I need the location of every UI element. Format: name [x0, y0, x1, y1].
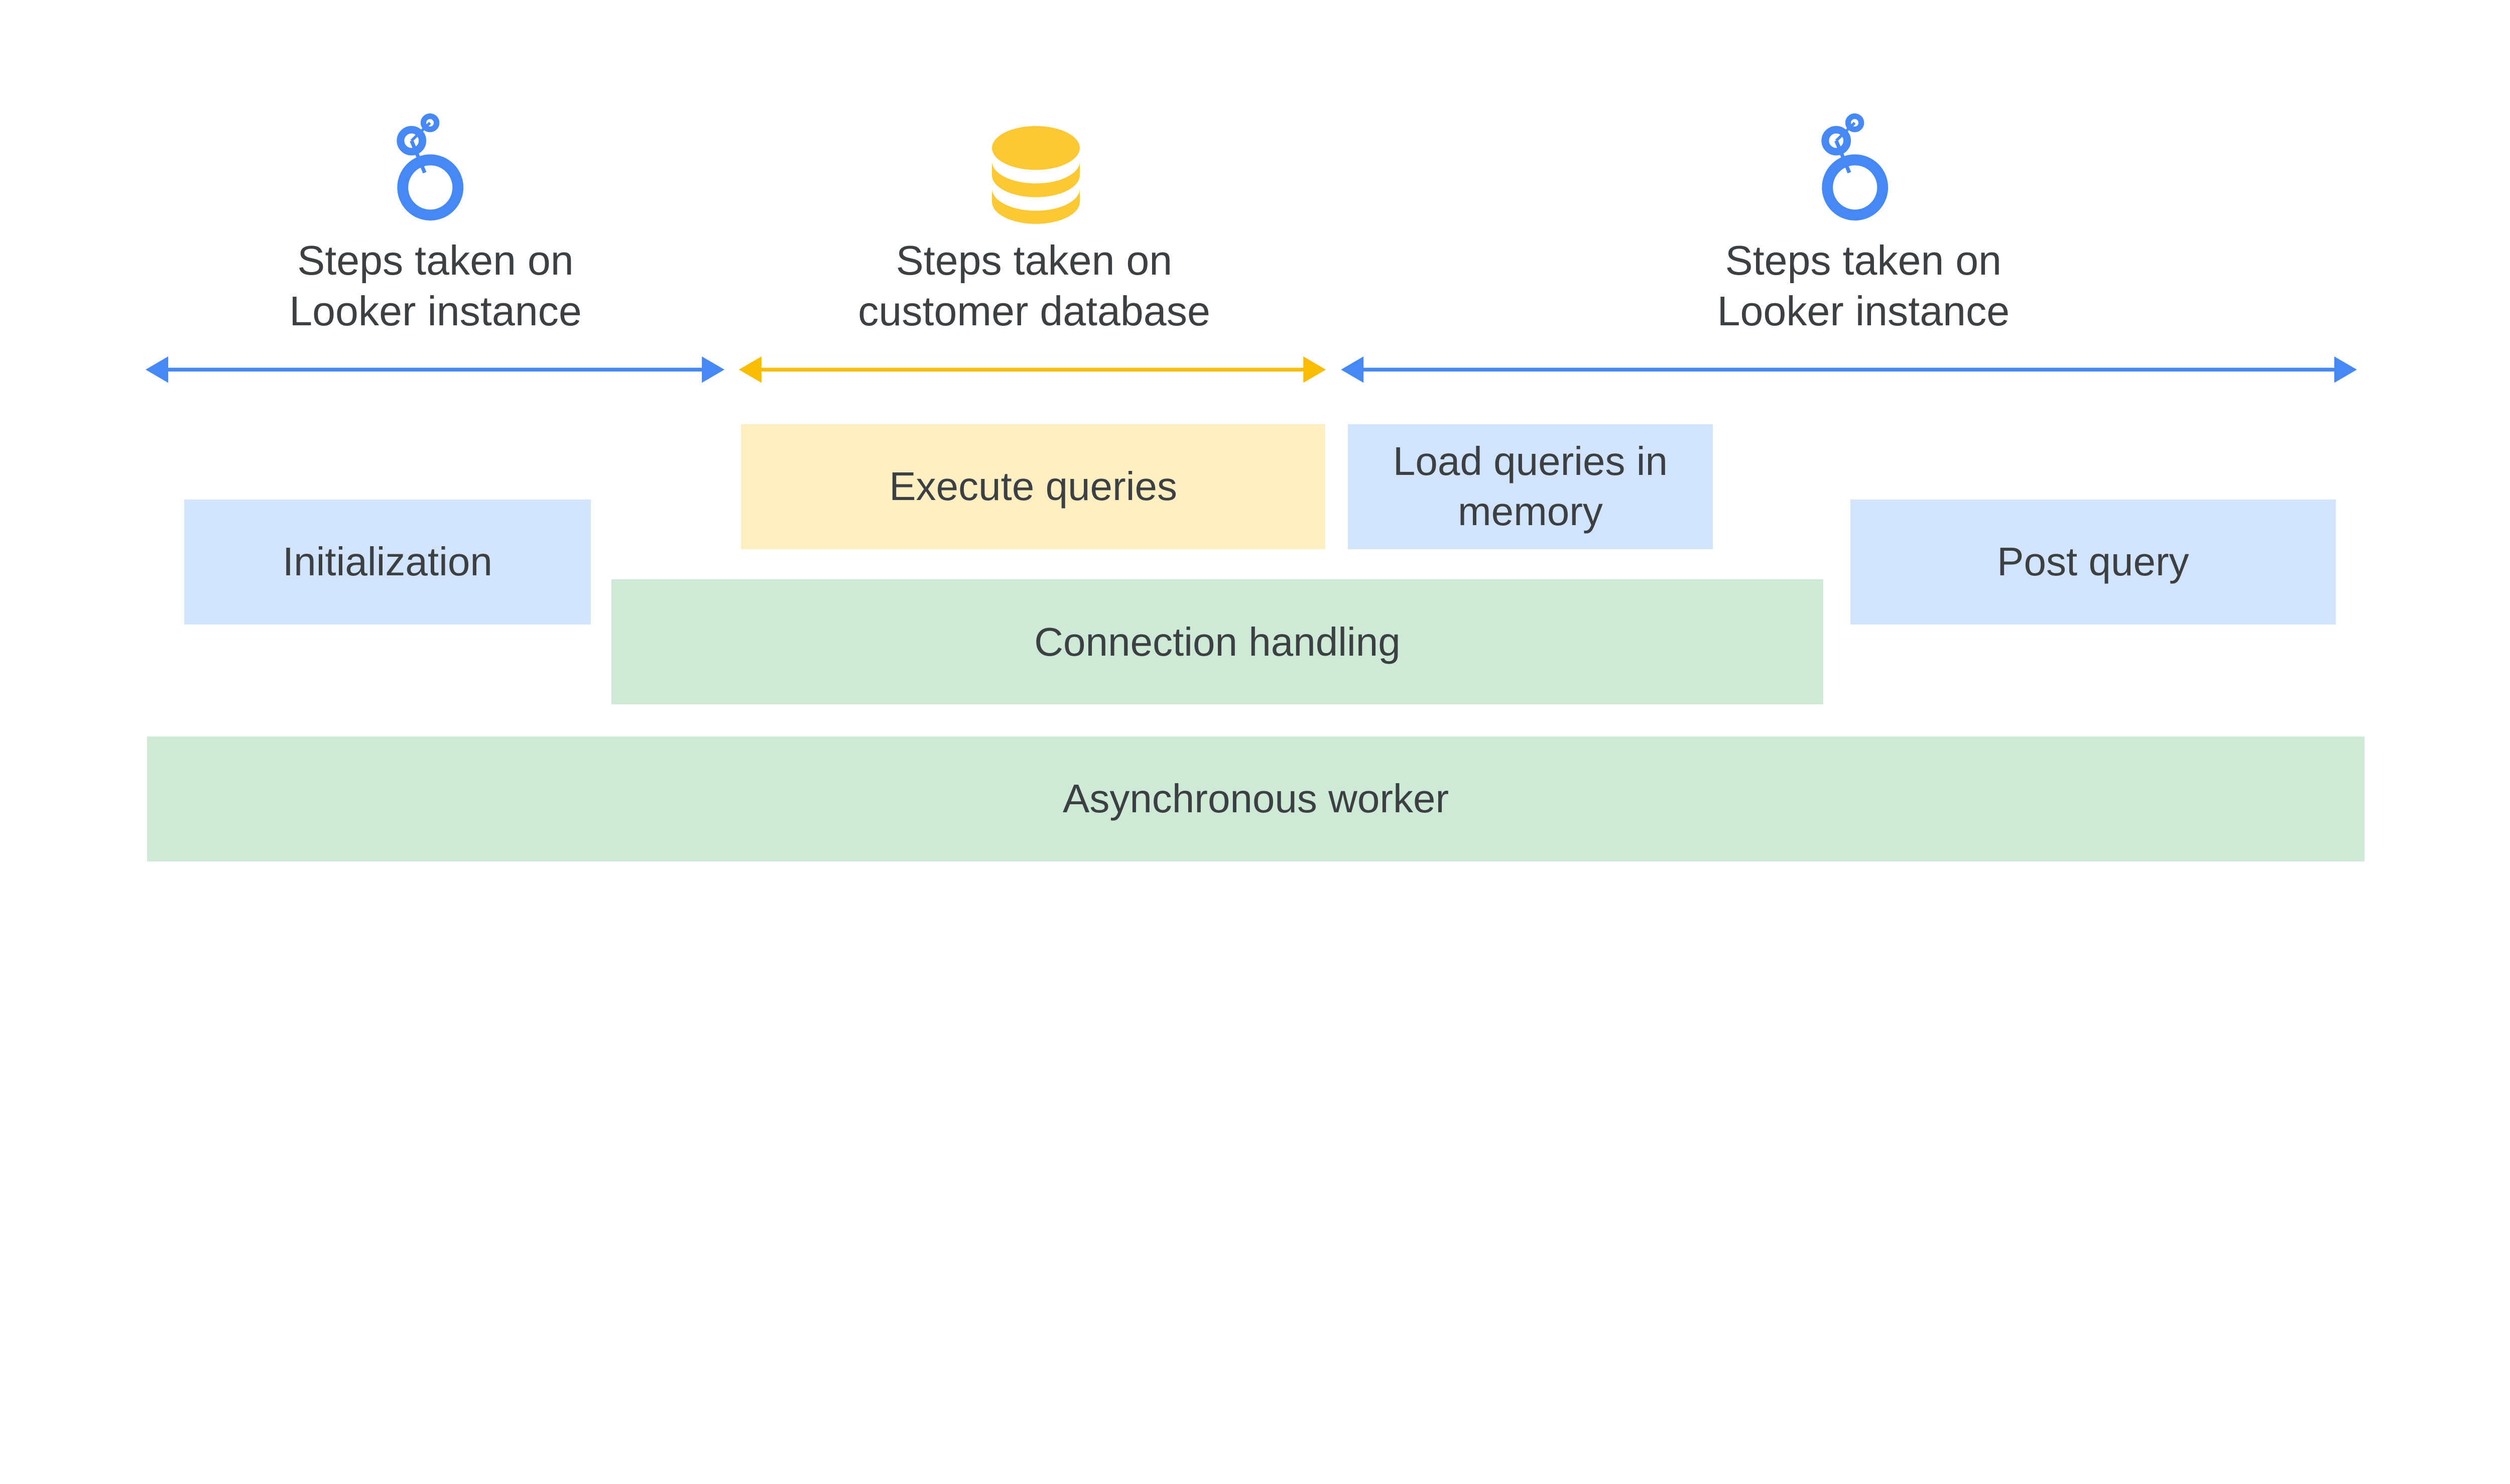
header-line1: Steps taken on	[1725, 237, 2002, 284]
initialization-box: Initialization	[184, 500, 591, 625]
span-arrows	[146, 356, 2357, 383]
load-queries-label: Load queries in memory	[1393, 439, 1668, 534]
header-line1: Steps taken on	[297, 237, 574, 284]
header-customer-database: Steps taken on customer database	[815, 235, 1254, 337]
execute-queries-label: Execute queries	[889, 464, 1177, 509]
asynchronous-worker-box: Asynchronous worker	[147, 736, 2364, 861]
header-line2: Looker instance	[289, 288, 582, 334]
header-looker-instance-right: Steps taken on Looker instance	[1644, 235, 2083, 337]
header-line2: customer database	[858, 288, 1210, 334]
header-looker-instance-left: Steps taken on Looker instance	[216, 235, 655, 337]
looker-logo-icon	[397, 113, 464, 221]
header-line2: Looker instance	[1717, 288, 2010, 334]
header-line1: Steps taken on	[896, 237, 1173, 284]
load-queries-box: Load queries in memory	[1348, 424, 1713, 549]
connection-handling-label: Connection handling	[1034, 619, 1401, 664]
asynchronous-worker-label: Asynchronous worker	[1062, 776, 1449, 821]
post-query-label: Post query	[1997, 539, 2189, 584]
looker-logo-icon	[1821, 113, 1889, 221]
database-icon	[992, 126, 1080, 224]
looker-span-arrow-right	[1341, 356, 2357, 383]
initialization-label: Initialization	[282, 539, 492, 584]
looker-span-arrow-left	[146, 356, 725, 383]
connection-handling-box: Connection handling	[611, 579, 1823, 705]
database-span-arrow	[738, 356, 1326, 383]
post-query-box: Post query	[1850, 500, 2336, 625]
diagram-canvas: Steps taken on Looker instance Steps tak…	[146, 113, 2364, 861]
execute-queries-box: Execute queries	[741, 424, 1325, 549]
